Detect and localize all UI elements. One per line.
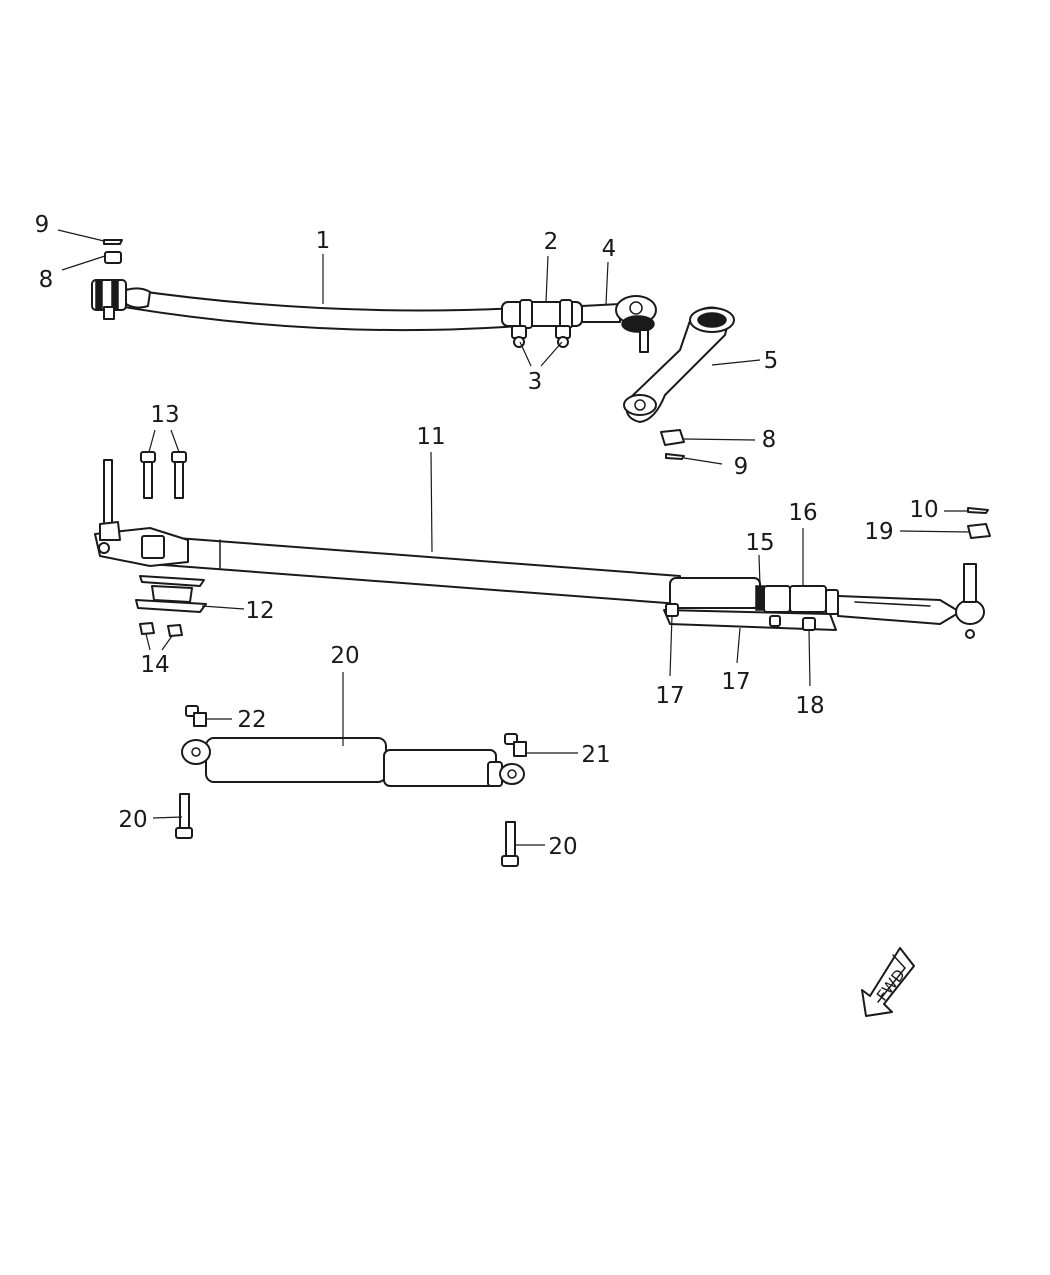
callout-labels: 9 8 1 2 4 3 5 8 9 11 13 12 14 15 16 17 1…	[35, 212, 939, 860]
forward-arrow-icon: FWD	[861, 947, 915, 1017]
pitman-arm	[623, 306, 735, 423]
callout-5: 5	[764, 348, 779, 374]
castle-nut-top-left	[104, 251, 122, 264]
callout-4: 4	[602, 236, 617, 262]
callout-8-top-left: 8	[39, 267, 54, 293]
drag-link-left-end	[91, 279, 151, 320]
cotter-pin-right	[967, 507, 989, 514]
callout-20-right: 20	[548, 834, 577, 860]
track-bar-right-sleeve	[669, 577, 839, 615]
sleeve-bracket	[663, 609, 837, 631]
callout-20-left: 20	[118, 807, 147, 833]
callout-1: 1	[316, 228, 331, 254]
callout-13: 14	[140, 652, 169, 678]
callout-12: 13	[150, 402, 179, 428]
castle-nut-pitman	[660, 429, 685, 446]
cotter-pin-top-left	[103, 239, 123, 245]
callout-14: 15	[745, 530, 774, 556]
callout-3: 3	[528, 369, 543, 395]
callout-9-top-left: 9	[35, 212, 50, 238]
callout-15: 16	[788, 500, 817, 526]
mounting-bracket-11	[135, 575, 207, 613]
steering-damper	[181, 737, 525, 787]
damper-body	[205, 737, 387, 783]
callout-22: 22	[237, 707, 266, 733]
drag-link-tube	[117, 287, 521, 332]
callout-21: 21	[581, 742, 610, 768]
cotter-pin-pitman	[665, 453, 685, 460]
drag-link-assembly	[91, 279, 657, 353]
callout-10: 11	[416, 424, 445, 450]
track-bar-right-end	[837, 563, 985, 639]
adjuster-sleeve	[501, 299, 583, 329]
leader-lines	[57, 229, 971, 846]
damper-bolt-right	[501, 821, 519, 867]
callout-16: 17	[721, 669, 750, 695]
callout-11: 12	[245, 598, 274, 624]
mounting-bolts-12	[140, 451, 187, 499]
track-bar-assembly	[94, 459, 985, 639]
damper-nut-22	[185, 705, 207, 727]
track-bar-tube	[149, 535, 681, 605]
callout-17-right: 18	[795, 693, 824, 719]
callout-17-left: 17	[655, 683, 684, 709]
callout-2: 2	[544, 229, 559, 255]
callout-8-pitman: 8	[762, 427, 777, 453]
tie-rod-end	[581, 295, 657, 353]
damper-nut-21	[504, 733, 527, 757]
callout-19: 20	[330, 643, 359, 669]
callout-9-right: 10	[909, 497, 938, 523]
castle-nut-right	[967, 523, 991, 539]
callout-18: 19	[864, 519, 893, 545]
mounting-nuts-13	[139, 622, 183, 637]
track-bar-left-end	[94, 459, 189, 567]
callout-9-pitman: 9	[734, 454, 749, 480]
damper-bolt-left	[175, 793, 193, 839]
